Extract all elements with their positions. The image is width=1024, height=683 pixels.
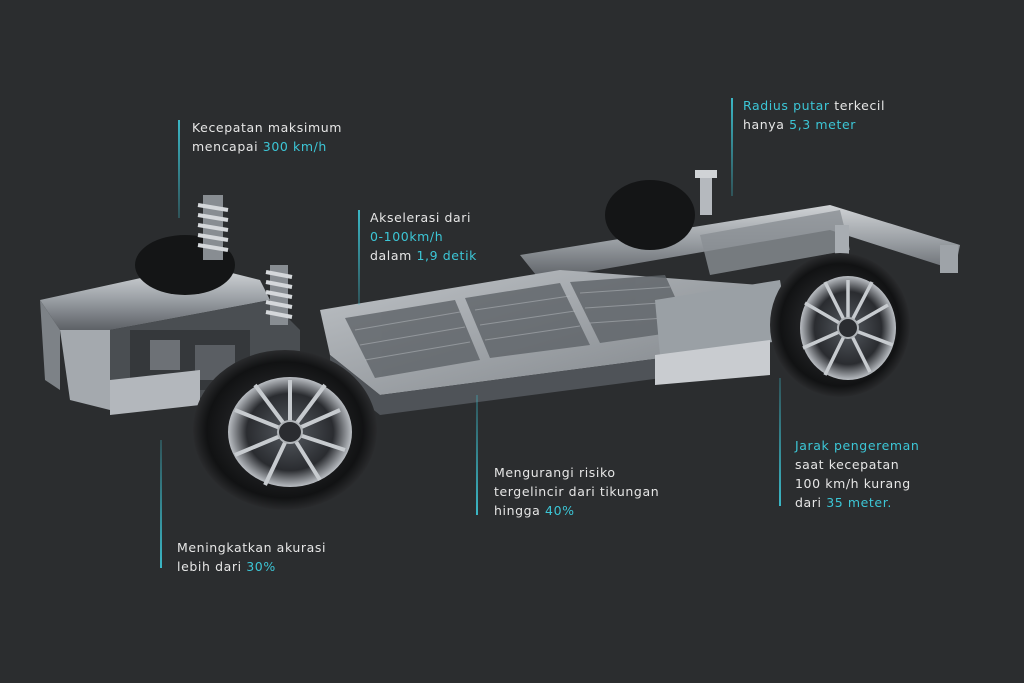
- braking-line1: Jarak pengereman: [795, 438, 920, 453]
- radius-line2: hanya 5,3 meter: [743, 117, 856, 132]
- accel-line3: dalam 1,9 detik: [370, 248, 477, 263]
- rear-near-wheel: [770, 253, 910, 397]
- accuracy-line2: lebih dari 30%: [177, 559, 276, 574]
- radius-callout: Radius putar terkecil hanya 5,3 meter: [743, 96, 885, 134]
- accuracy-line1: Meningkatkan akurasi: [177, 540, 327, 555]
- speed-callout: Kecepatan maksimum mencapai 300 km/h: [192, 118, 342, 156]
- front-near-wheel: [193, 350, 377, 510]
- braking-line4: dari 35 meter.: [795, 495, 892, 510]
- speed-line2: mencapai 300 km/h: [192, 139, 327, 154]
- radius-leader: [731, 98, 733, 196]
- slip-callout: Mengurangi risiko tergelincir dari tikun…: [494, 463, 659, 520]
- braking-line2: saat kecepatan: [795, 457, 900, 472]
- front-struts: [197, 195, 293, 325]
- accel-leader: [358, 210, 360, 305]
- speed-line1: Kecepatan maksimum: [192, 120, 343, 135]
- slip-line3: hingga 40%: [494, 503, 575, 518]
- slip-leader: [476, 395, 478, 515]
- accel-callout: Akselerasi dari 0-100km/h dalam 1,9 deti…: [370, 208, 477, 265]
- rear-frame: [520, 205, 960, 280]
- slip-line2: tergelincir dari tikungan: [494, 484, 660, 499]
- braking-callout: Jarak pengereman saat kecepatan 100 km/h…: [795, 436, 919, 512]
- battery-floor: [320, 270, 790, 415]
- braking-leader: [779, 378, 781, 506]
- slip-line1: Mengurangi risiko: [494, 465, 616, 480]
- accuracy-leader: [160, 440, 162, 568]
- accel-line2: 0-100km/h: [370, 229, 444, 244]
- accuracy-callout: Meningkatkan akurasi lebih dari 30%: [177, 538, 326, 576]
- braking-line3: 100 km/h kurang: [795, 476, 911, 491]
- radius-line1: Radius putar terkecil: [743, 98, 886, 113]
- rear-far-wheel: [605, 170, 717, 250]
- accel-line1: Akselerasi dari: [370, 210, 472, 225]
- speed-leader: [178, 120, 180, 218]
